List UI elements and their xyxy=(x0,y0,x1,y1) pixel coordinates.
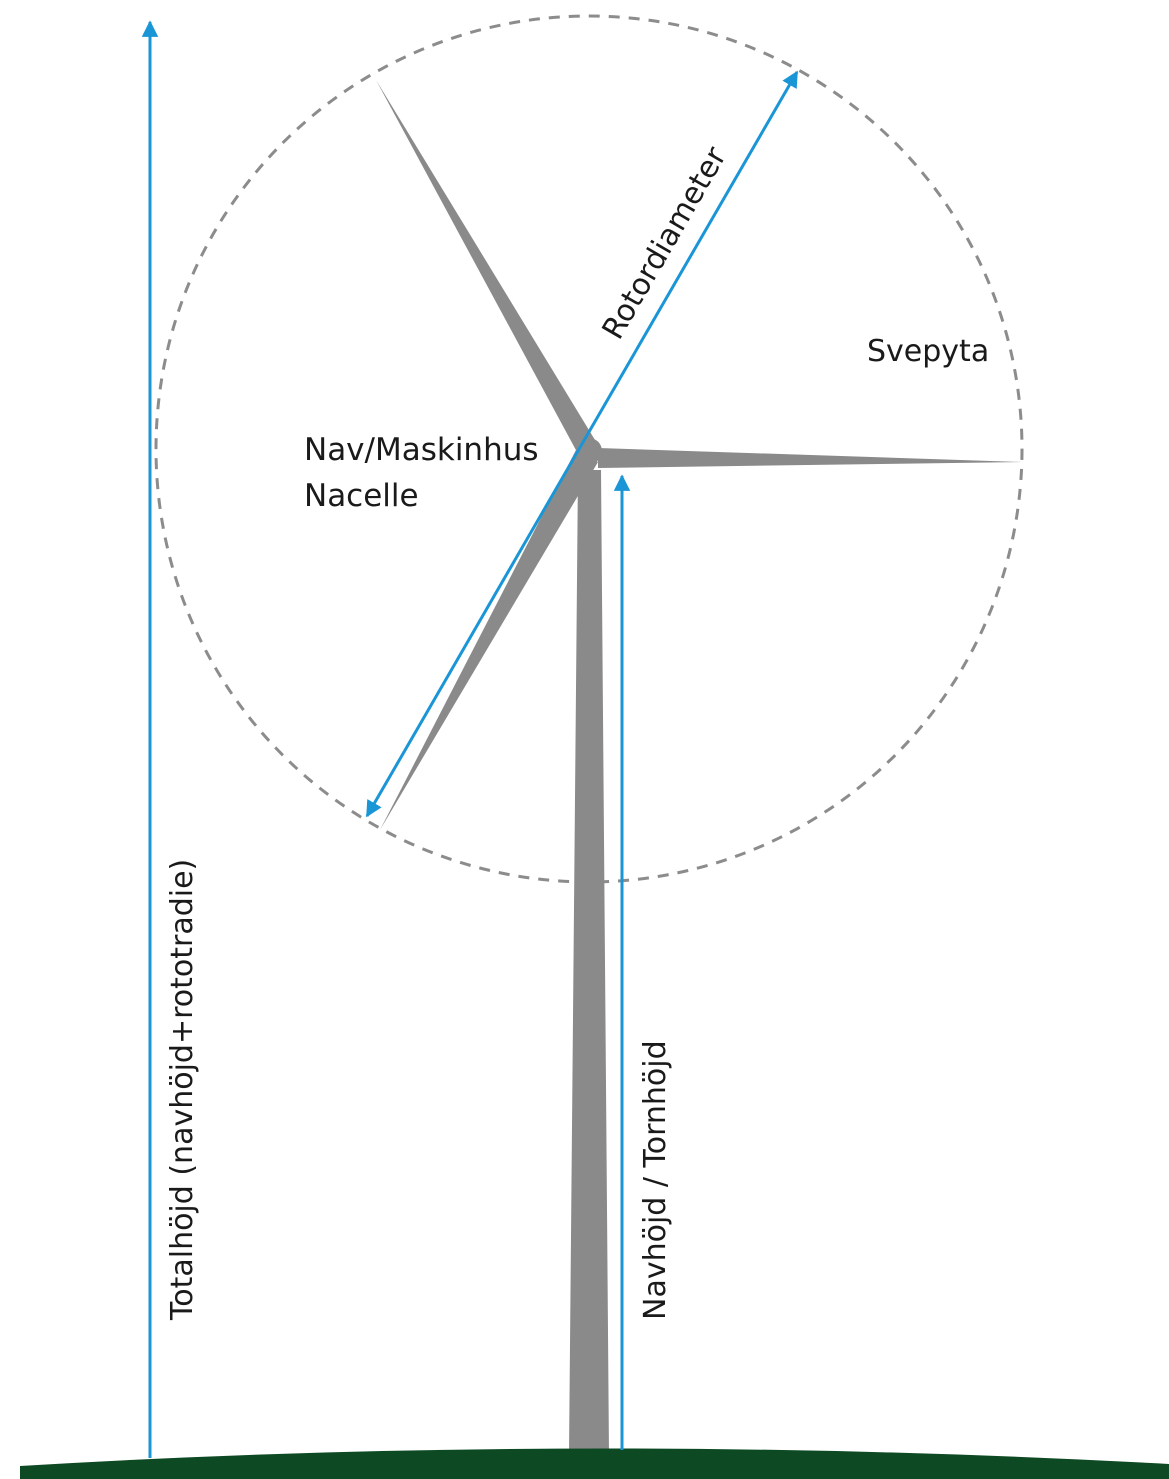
ground xyxy=(20,1448,1169,1479)
swept-area-circle xyxy=(154,14,1024,884)
nacelle-label-line1: Nav/Maskinhus xyxy=(304,432,539,468)
nacelle-label-line2: Nacelle xyxy=(304,478,419,514)
turbine-hub xyxy=(576,438,602,464)
swept-area-label: Svepyta xyxy=(867,334,989,369)
hub-height-label: Navhöjd / Tornhöjd xyxy=(638,1040,673,1320)
total-height-label: Totalhöjd (navhöjd+rototradie) xyxy=(165,859,200,1321)
rotor-diameter-arrow xyxy=(365,70,799,818)
